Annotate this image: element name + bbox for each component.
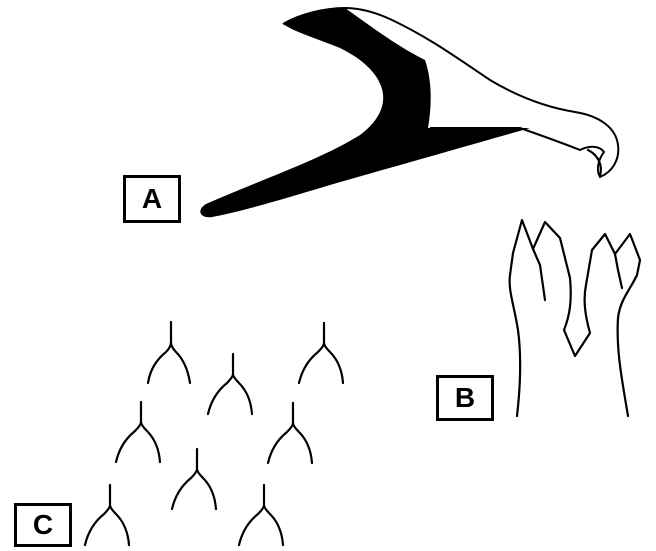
- panel-label-b-text: B: [454, 382, 476, 413]
- panel-label-b: B: [436, 375, 494, 421]
- panel-label-a: A: [123, 175, 181, 223]
- structure-a-tip-detail: [586, 148, 602, 178]
- structure-a-icon: [200, 6, 620, 218]
- spicule-6: [170, 447, 218, 511]
- panel-label-c: C: [14, 503, 72, 547]
- panel-label-a-text: A: [141, 183, 163, 214]
- structure-b-right-inner: [613, 252, 624, 290]
- spicule-3: [206, 352, 254, 416]
- spicule-1: [146, 320, 192, 385]
- spicule-5: [266, 401, 314, 465]
- spicule-7: [83, 483, 131, 547]
- structure-b-left-hair: [508, 218, 642, 418]
- structure-c-icon: [83, 320, 345, 547]
- panel-label-c-text: C: [32, 509, 54, 540]
- structure-a-dark-band: [200, 8, 530, 218]
- structure-b-left-inner: [531, 247, 547, 302]
- spicule-8: [237, 483, 285, 547]
- spicule-4: [114, 400, 162, 464]
- structure-b-icon: [508, 218, 642, 418]
- spicule-2: [297, 321, 345, 385]
